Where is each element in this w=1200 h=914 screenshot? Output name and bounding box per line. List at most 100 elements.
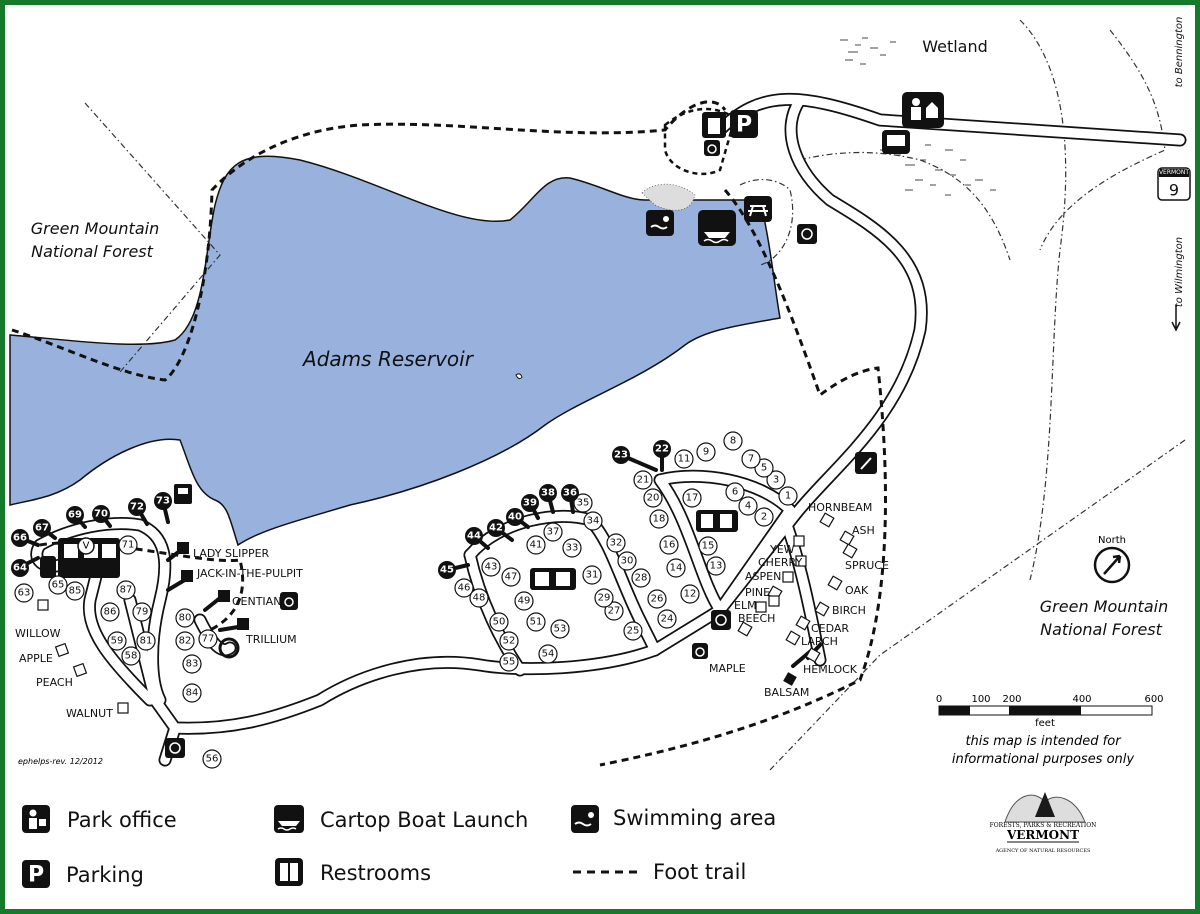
lean-to-markers bbox=[37, 512, 858, 714]
campsite-70-number: 70 bbox=[94, 509, 108, 520]
campsite-35-number: 35 bbox=[577, 498, 590, 509]
campsite-72-number: 72 bbox=[130, 502, 144, 513]
campsite-20: 20 bbox=[643, 488, 663, 508]
reservoir-label: Adams Reservoir bbox=[301, 347, 475, 371]
campsite-55: 55 bbox=[499, 652, 519, 672]
campsite-42-number: 42 bbox=[489, 523, 503, 534]
logo-line1: FORESTS, PARKS & RECREATION bbox=[990, 822, 1097, 829]
campsite-26: 26 bbox=[647, 589, 667, 609]
campsite-56-number: 56 bbox=[206, 754, 219, 765]
lean-to-lady-slipper: LADY SLIPPER bbox=[193, 547, 270, 560]
campsite-84: 84 bbox=[182, 683, 202, 703]
swimming-area-icon-map bbox=[646, 210, 674, 236]
campsite-12-number: 12 bbox=[684, 589, 697, 600]
campsite-29-number: 29 bbox=[598, 593, 611, 604]
campsite-38: 38 bbox=[539, 484, 557, 502]
campsite-85: 85 bbox=[65, 581, 85, 601]
campsite-8-number: 8 bbox=[730, 436, 736, 447]
v-icon: V bbox=[77, 537, 95, 555]
lean-to-cherry: CHERRY bbox=[758, 556, 802, 569]
campsite-2: 2 bbox=[754, 507, 774, 527]
campsite-16-number: 16 bbox=[663, 540, 676, 551]
campsite-86: 86 bbox=[100, 602, 120, 622]
legend-restrooms-label: Restrooms bbox=[320, 861, 431, 885]
campsite-38-number: 38 bbox=[541, 488, 555, 499]
campsite-3-number: 3 bbox=[773, 475, 779, 486]
campsite-32: 32 bbox=[606, 533, 626, 553]
campsite-3: 3 bbox=[766, 470, 786, 490]
campsite-27-number: 27 bbox=[608, 606, 621, 617]
campsite-41: 41 bbox=[526, 535, 546, 555]
lean-to-trillium: TRILLIUM bbox=[245, 633, 297, 646]
campsite-86-number: 86 bbox=[104, 607, 117, 618]
bulletin-board-icon bbox=[882, 130, 910, 154]
park-office-icon bbox=[902, 92, 944, 128]
to-wilmington-arrow-icon bbox=[1171, 305, 1181, 332]
campsite-87-number: 87 bbox=[120, 585, 133, 596]
lean-to-hornbeam: HORNBEAM bbox=[808, 501, 872, 514]
campsite-27: 27 bbox=[604, 601, 624, 621]
cartop-boat-launch-icon-map bbox=[698, 210, 736, 246]
campsite-20-number: 20 bbox=[647, 493, 660, 504]
campsite-14: 14 bbox=[666, 558, 686, 578]
to-wilmington-label: to Wilmington bbox=[1174, 237, 1185, 307]
campsite-70: 70 bbox=[92, 505, 110, 523]
campsite-48: 48 bbox=[469, 588, 489, 608]
campsite-21: 21 bbox=[633, 470, 653, 490]
campsite-85-number: 85 bbox=[69, 586, 82, 597]
lean-to-beech: BEECH bbox=[738, 612, 775, 625]
campsite-56: 56 bbox=[202, 749, 222, 769]
campsite-47-number: 47 bbox=[505, 572, 518, 583]
campsite-87: 87 bbox=[116, 580, 136, 600]
parking-letter: P bbox=[736, 113, 752, 138]
lean-to-elm: ELM bbox=[734, 599, 757, 612]
campsite-18-number: 18 bbox=[653, 514, 666, 525]
lean-to-spruce: SPRUCE bbox=[845, 559, 889, 572]
lean-to-walnut: WALNUT bbox=[66, 707, 113, 720]
campsite-49: 49 bbox=[514, 591, 534, 611]
campsite-34: 34 bbox=[583, 511, 603, 531]
lean-to-jack-in-the-pulpit: JACK-IN-THE-PULPIT bbox=[196, 567, 303, 580]
campsite-11-number: 11 bbox=[678, 454, 691, 465]
campsite-58-number: 58 bbox=[125, 651, 138, 662]
campsite-43: 43 bbox=[481, 557, 501, 577]
campground-map: P bbox=[9, 17, 1191, 888]
accessible-icon-entrance bbox=[704, 140, 720, 156]
lean-to-larch: LARCH bbox=[801, 635, 838, 648]
disclaimer-line2: informational purposes only bbox=[952, 752, 1134, 767]
campsite-84-number: 84 bbox=[186, 688, 199, 699]
campsite-39: 39 bbox=[521, 494, 539, 512]
campsite-44-number: 44 bbox=[467, 531, 481, 542]
forest-west-label-line2: National Forest bbox=[31, 242, 154, 261]
recycling-icon-east bbox=[711, 610, 731, 630]
lean-to-labels: LADY SLIPPER JACK-IN-THE-PULPIT GENTIAN … bbox=[15, 501, 889, 720]
scale-tick-100: 100 bbox=[971, 694, 990, 705]
lean-to-aspen: ASPEN bbox=[745, 570, 781, 583]
campsite-33: 33 bbox=[562, 538, 582, 558]
campsite-45-number: 45 bbox=[440, 565, 454, 576]
lean-to-yew: YEW bbox=[769, 543, 795, 556]
campsite-16: 16 bbox=[659, 535, 679, 555]
campsite-29: 29 bbox=[594, 588, 614, 608]
scale-tick-0: 0 bbox=[936, 694, 942, 705]
campsite-1-number: 1 bbox=[785, 491, 791, 502]
campsite-18: 18 bbox=[649, 509, 669, 529]
route-number-label: 9 bbox=[1169, 181, 1179, 200]
campsite-9-number: 9 bbox=[703, 447, 709, 458]
hiking-icon bbox=[855, 452, 877, 474]
campsite-65-number: 65 bbox=[52, 580, 65, 591]
campsite-83-number: 83 bbox=[186, 659, 199, 670]
campsite-24-number: 24 bbox=[661, 614, 674, 625]
campsite-17: 17 bbox=[682, 488, 702, 508]
campsite-77-number: 77 bbox=[202, 634, 215, 645]
campsite-49-number: 49 bbox=[518, 596, 531, 607]
route-9-shield-icon: VERMONT 9 bbox=[1157, 167, 1191, 201]
wetland-boundary bbox=[799, 151, 1011, 261]
campsite-72: 72 bbox=[128, 498, 146, 516]
campsite-22: 22 bbox=[653, 440, 671, 458]
legend-swimming-label: Swimming area bbox=[613, 806, 776, 830]
legend-parking-icon: P bbox=[22, 860, 50, 888]
lean-to-maple: MAPLE bbox=[709, 662, 746, 675]
campsite-45: 45 bbox=[438, 561, 456, 579]
wetland-marks bbox=[840, 37, 996, 196]
